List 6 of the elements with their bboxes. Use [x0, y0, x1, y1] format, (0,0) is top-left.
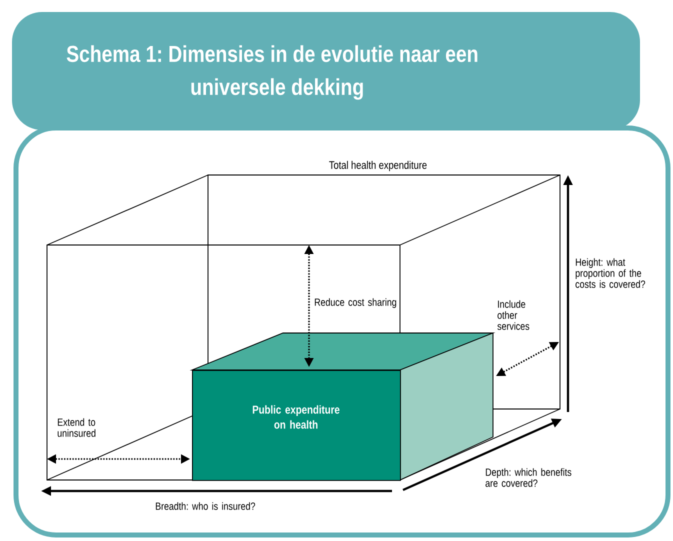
- label-text: Reduce cost sharing: [314, 298, 396, 308]
- label-text: Extend to uninsured: [58, 418, 96, 437]
- label-text: Breadth: who is insured?: [156, 502, 256, 510]
- label-text: Include other services: [497, 300, 530, 330]
- title-banner: Schema 1: Dimensies in de evolutie naar een universele dekking: [12, 12, 640, 130]
- label-text: Height: what proportion of the costs is covered?: [576, 258, 646, 288]
